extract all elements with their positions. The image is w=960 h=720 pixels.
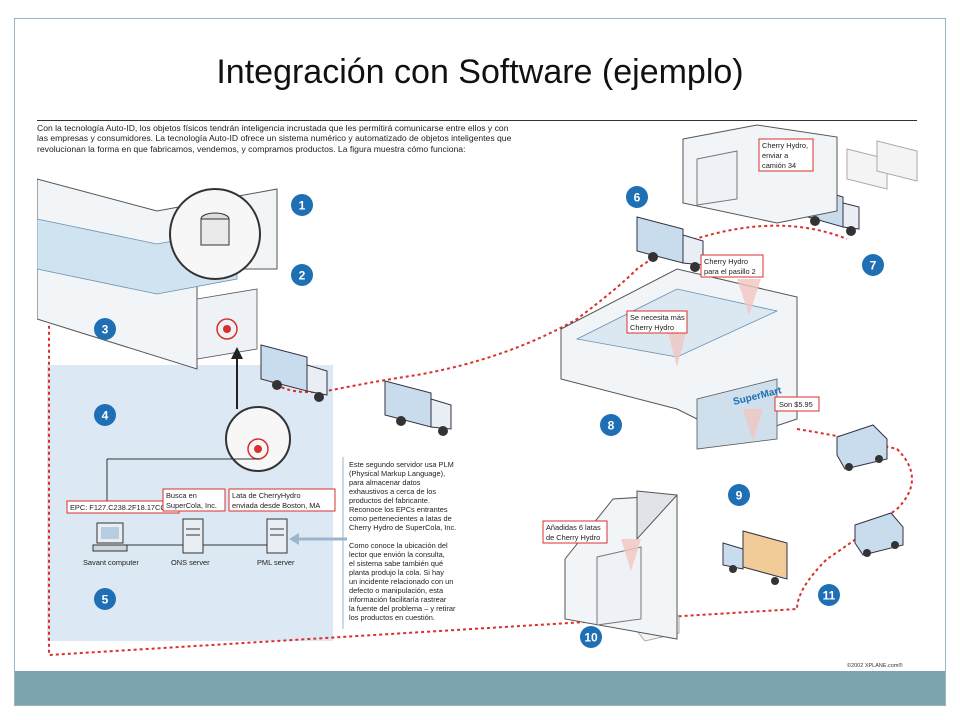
svg-text:8: 8 — [608, 419, 615, 433]
step-badge-1: 1 — [291, 194, 313, 216]
delivery-truck-icon — [722, 530, 788, 585]
pml-explanation: Este segundo servidor usa PLM(Physical M… — [342, 457, 456, 629]
step-badge-11: 11 — [818, 584, 840, 606]
intro-text: Con la tecnología Auto-ID, los objetos f… — [37, 123, 512, 154]
svg-text:Cherry Hydro: Cherry Hydro — [630, 323, 674, 332]
side-text-line: productos del fabricante. — [349, 496, 430, 505]
svg-text:1: 1 — [299, 199, 306, 213]
side-text-line: Como conoce la ubicación del — [349, 541, 448, 550]
side-text-line: para almacenar datos — [349, 478, 421, 487]
svg-text:EPC: F127.C238.2F18.17CC: EPC: F127.C238.2F18.17CC — [70, 503, 166, 512]
side-text-line: Reconoce los EPCs entrantes — [349, 505, 448, 514]
side-text-line: defecto o manipulación, esta — [349, 586, 444, 595]
side-text-line: los productos en cuestión. — [349, 613, 435, 622]
car-2-icon — [854, 512, 904, 557]
side-text-line: un incidente relacionado con un — [349, 577, 453, 586]
price-callout: Son $5.95 — [774, 396, 820, 412]
svg-text:camión 34: camión 34 — [762, 161, 796, 170]
side-text-line: exhaustivos a cerca de los — [349, 487, 436, 496]
pml-callout: Lata de CherryHydro enviada desde Boston… — [228, 488, 336, 512]
svg-text:de Cherry Hydro: de Cherry Hydro — [546, 533, 600, 542]
step-badge-10: 10 — [580, 626, 602, 648]
svg-text:3: 3 — [102, 323, 109, 337]
svg-text:Son $5.95: Son $5.95 — [779, 400, 813, 409]
step-badge-6: 6 — [626, 186, 648, 208]
side-text-line: el sistema sabe también qué — [349, 559, 443, 568]
rfid-reader-icon — [216, 318, 238, 340]
side-text-line: planta produjo la cola. Si hay — [349, 568, 444, 577]
supermarket-building — [560, 268, 798, 450]
epc-callout: EPC: F127.C238.2F18.17CC — [66, 500, 180, 514]
savant-label: Savant computer — [83, 558, 139, 567]
truck-2-icon — [384, 380, 452, 436]
copyright-credit: ©2002 XPLANE.com® — [847, 662, 903, 669]
magnifier-can-icon — [169, 188, 261, 280]
footer-bar — [15, 671, 945, 705]
restock-callout: Se necesita más Cherry Hydro — [626, 310, 688, 334]
added-cans-callout: Añadidas 6 latas de Cherry Hydro — [542, 520, 608, 544]
ons-server-icon — [182, 518, 204, 554]
pml-label: PML server — [257, 558, 295, 567]
savant-computer-icon — [92, 522, 128, 552]
pml-server-icon — [266, 518, 288, 554]
svg-text:Busca en: Busca en — [166, 491, 197, 500]
side-text-line: Este segundo servidor usa PLM — [349, 460, 454, 469]
svg-text:2: 2 — [299, 269, 306, 283]
svg-text:Cherry Hydro,: Cherry Hydro, — [762, 141, 808, 150]
step-badge-9: 9 — [728, 484, 750, 506]
svg-text:Se necesita más: Se necesita más — [630, 313, 685, 322]
truck-34-callout: Cherry Hydro, enviar a camión 34 — [758, 138, 814, 172]
ons-callout: Busca en SuperCola, Inc. — [162, 488, 226, 512]
truck-3-icon — [636, 216, 704, 272]
step-badge-8: 8 — [600, 414, 622, 436]
side-text-line: como pertenecientes a latas de — [349, 514, 452, 523]
step-badge-5: 5 — [94, 588, 116, 610]
svg-text:enviar a: enviar a — [762, 151, 789, 160]
parked-trucks-icon — [846, 140, 918, 190]
aisle-callout: Cherry Hydro para el pasillo 2 — [700, 254, 764, 278]
auto-id-diagram: Con la tecnología Auto-ID, los objetos f… — [37, 119, 937, 671]
svg-text:Lata de CherryHydro: Lata de CherryHydro — [232, 491, 301, 500]
slide: Integración con Software (ejemplo) Con l… — [14, 18, 946, 706]
svg-text:10: 10 — [584, 631, 598, 645]
step-badge-4: 4 — [94, 404, 116, 426]
svg-text:SuperCola, Inc.: SuperCola, Inc. — [166, 501, 217, 510]
side-text-line: información facilitaría rastrear — [349, 595, 447, 604]
step-badge-3: 3 — [94, 318, 116, 340]
svg-text:9: 9 — [736, 489, 743, 503]
svg-text:Cherry Hydro: Cherry Hydro — [704, 257, 748, 266]
svg-text:enviada desde Boston, MA: enviada desde Boston, MA — [232, 501, 320, 510]
svg-text:4: 4 — [102, 409, 109, 423]
car-1-icon — [836, 424, 888, 471]
ons-label: ONS server — [171, 558, 210, 567]
return-route-line — [48, 309, 913, 657]
side-text-line: (Physical Markup Language), — [349, 469, 445, 478]
title-divider — [37, 120, 917, 121]
step-badge-2: 2 — [291, 264, 313, 286]
svg-text:7: 7 — [870, 259, 877, 273]
truck-1-icon — [260, 344, 328, 402]
slide-title: Integración con Software (ejemplo) — [216, 53, 744, 91]
svg-text:Añadidas 6 latas: Añadidas 6 latas — [546, 523, 601, 532]
magnified-tag-icon — [225, 347, 291, 472]
svg-text:para el pasillo 2: para el pasillo 2 — [704, 267, 756, 276]
svg-text:11: 11 — [823, 589, 836, 603]
side-text-line: la fuente del problema – y retirar — [349, 604, 456, 613]
step-badge-7: 7 — [862, 254, 884, 276]
house-building — [564, 490, 679, 640]
svg-text:5: 5 — [102, 593, 109, 607]
side-text-line: Cherry Hydro de SuperCola, Inc. — [349, 523, 456, 532]
side-text-line: lector que envión la consulta, — [349, 550, 445, 559]
illustration: SuperMart — [37, 124, 918, 669]
pml-arrow-icon — [289, 533, 347, 545]
svg-text:6: 6 — [634, 191, 641, 205]
route-line — [266, 224, 848, 394]
